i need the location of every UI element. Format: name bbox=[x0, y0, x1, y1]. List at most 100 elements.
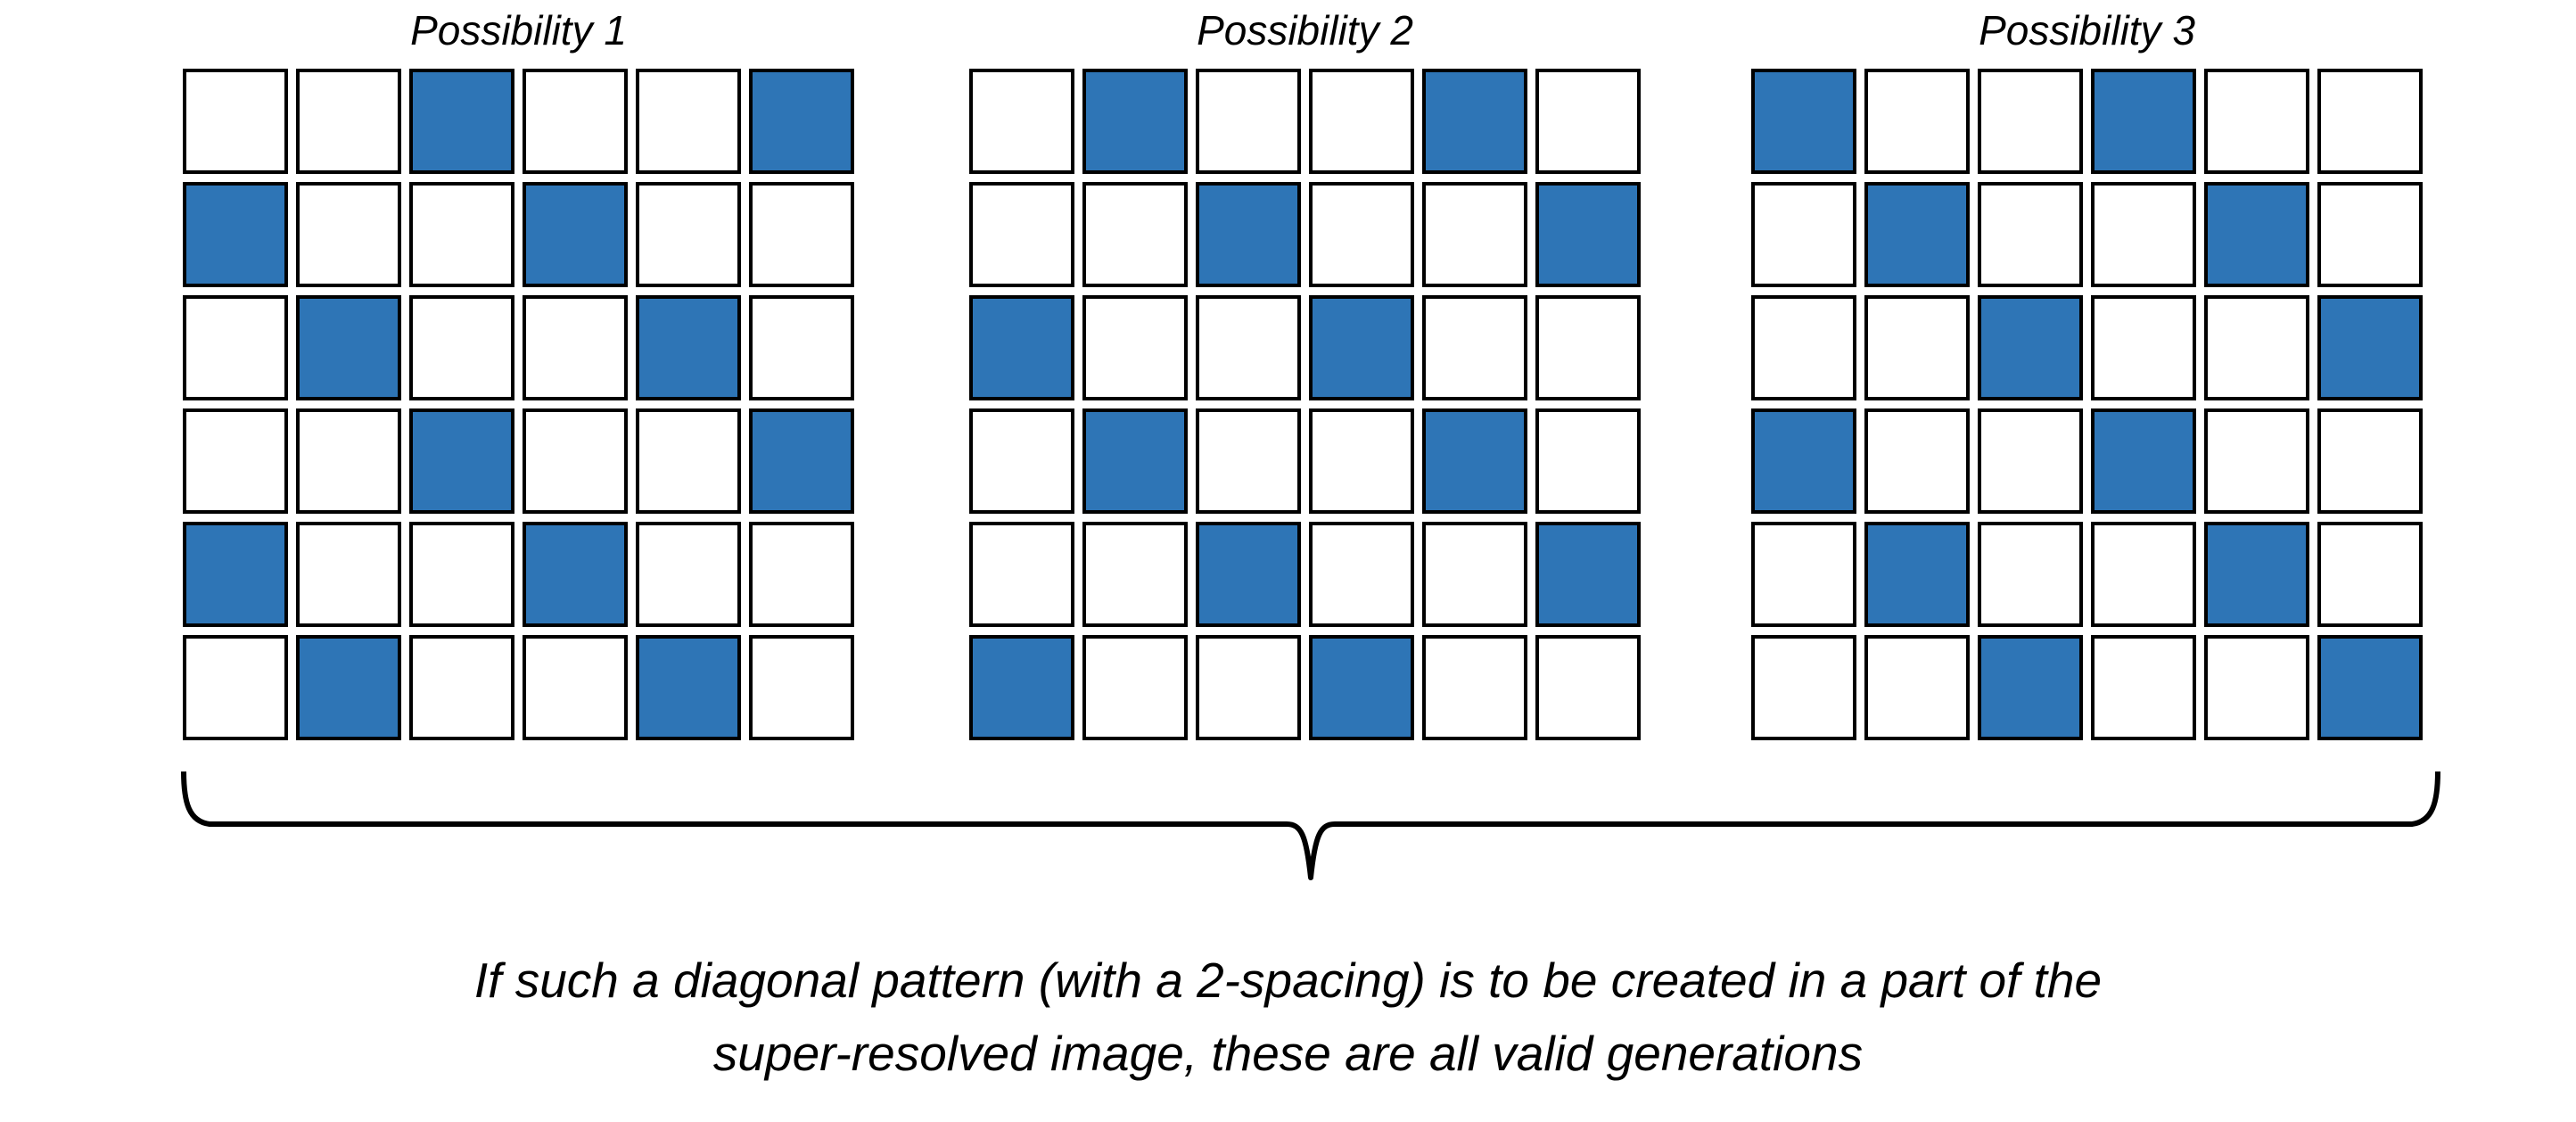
grid-cell-filled bbox=[2317, 295, 2423, 400]
grid-cell-empty bbox=[296, 69, 401, 174]
grid-title-possibility-3: Possibility 3 bbox=[1979, 7, 2195, 54]
grid-cell-filled bbox=[969, 295, 1074, 400]
grid-cell-filled bbox=[1422, 69, 1527, 174]
grid-cell-empty bbox=[1422, 635, 1527, 740]
grid-cell-empty bbox=[296, 408, 401, 514]
grid-cell-filled bbox=[1864, 522, 1970, 627]
grid-title-possibility-1: Possibility 1 bbox=[410, 7, 627, 54]
grid-cell-empty bbox=[1082, 295, 1188, 400]
grid-cell-empty bbox=[2317, 522, 2423, 627]
grid-cell-empty bbox=[749, 635, 854, 740]
grid-cell-filled bbox=[2091, 69, 2196, 174]
grid-cell-empty bbox=[969, 522, 1074, 627]
grid-cell-empty bbox=[2204, 295, 2309, 400]
grid-cell-empty bbox=[969, 182, 1074, 287]
grid-cell-empty bbox=[969, 69, 1074, 174]
caption: If such a diagonal pattern (with a 2-spa… bbox=[0, 944, 2576, 1090]
grid-cell-empty bbox=[636, 182, 741, 287]
grid-cell-empty bbox=[296, 522, 401, 627]
grid-cell-empty bbox=[183, 408, 288, 514]
grid-cell-empty bbox=[2204, 408, 2309, 514]
grid-cell-filled bbox=[1196, 522, 1301, 627]
grid-cell-empty bbox=[1978, 182, 2083, 287]
grid-cell-filled bbox=[183, 182, 288, 287]
grid-cell-empty bbox=[1422, 295, 1527, 400]
grid-cell-empty bbox=[1309, 522, 1414, 627]
grid-cell-empty bbox=[523, 295, 628, 400]
grid-cell-filled bbox=[409, 69, 514, 174]
grid-cell-filled bbox=[1751, 408, 1856, 514]
grid-cell-filled bbox=[1978, 635, 2083, 740]
grid-cell-empty bbox=[409, 635, 514, 740]
grid-cell-empty bbox=[1082, 182, 1188, 287]
grid-cell-empty bbox=[2091, 635, 2196, 740]
grid-cell-empty bbox=[1422, 182, 1527, 287]
grid-cell-empty bbox=[636, 69, 741, 174]
grid-cell-empty bbox=[749, 182, 854, 287]
grid-possibility-2 bbox=[969, 69, 1641, 740]
grid-cell-empty bbox=[1751, 522, 1856, 627]
grid-cell-filled bbox=[1864, 182, 1970, 287]
grid-cell-empty bbox=[1082, 522, 1188, 627]
grid-cell-empty bbox=[296, 182, 401, 287]
grid-cell-empty bbox=[1309, 182, 1414, 287]
grid-cell-filled bbox=[749, 408, 854, 514]
grid-cell-filled bbox=[523, 522, 628, 627]
grid-cell-empty bbox=[1751, 182, 1856, 287]
grid-title-possibility-2: Possibility 2 bbox=[1197, 7, 1413, 54]
grid-cell-empty bbox=[636, 408, 741, 514]
curly-brace bbox=[181, 771, 2440, 880]
grid-cell-empty bbox=[1751, 295, 1856, 400]
grid-cell-empty bbox=[969, 408, 1074, 514]
grid-cell-filled bbox=[1535, 182, 1641, 287]
grid-cell-empty bbox=[636, 522, 741, 627]
grid-cell-empty bbox=[1082, 635, 1188, 740]
grid-cell-empty bbox=[183, 635, 288, 740]
grid-cell-filled bbox=[1309, 295, 1414, 400]
grid-cell-empty bbox=[1196, 635, 1301, 740]
grid-cell-empty bbox=[2091, 522, 2196, 627]
grid-cell-filled bbox=[969, 635, 1074, 740]
grid-cell-empty bbox=[1864, 408, 1970, 514]
grid-cell-empty bbox=[1864, 295, 1970, 400]
grid-cell-empty bbox=[183, 69, 288, 174]
grid-possibility-1 bbox=[183, 69, 854, 740]
grid-cell-empty bbox=[2091, 295, 2196, 400]
grid-cell-filled bbox=[2091, 408, 2196, 514]
grid-cell-empty bbox=[1422, 522, 1527, 627]
grid-cell-empty bbox=[2204, 69, 2309, 174]
grid-cell-empty bbox=[2317, 69, 2423, 174]
grid-cell-empty bbox=[1196, 69, 1301, 174]
grid-cell-filled bbox=[1082, 69, 1188, 174]
grid-cell-filled bbox=[1751, 69, 1856, 174]
grid-cell-filled bbox=[523, 182, 628, 287]
grid-cell-empty bbox=[523, 635, 628, 740]
grid-cell-filled bbox=[183, 522, 288, 627]
grid-cell-empty bbox=[1978, 69, 2083, 174]
caption-line-2: super-resolved image, these are all vali… bbox=[712, 1026, 1864, 1081]
grid-cell-empty bbox=[409, 295, 514, 400]
grid-cell-empty bbox=[1535, 408, 1641, 514]
grid-cell-filled bbox=[636, 295, 741, 400]
grid-cell-empty bbox=[749, 295, 854, 400]
grid-cell-empty bbox=[1196, 408, 1301, 514]
grid-cell-filled bbox=[409, 408, 514, 514]
grid-cell-empty bbox=[1978, 408, 2083, 514]
caption-line-1: If such a diagonal pattern (with a 2-spa… bbox=[473, 953, 2103, 1008]
grid-cell-filled bbox=[636, 635, 741, 740]
grid-cell-empty bbox=[1978, 522, 2083, 627]
grid-cell-empty bbox=[1196, 295, 1301, 400]
grid-cell-filled bbox=[1535, 522, 1641, 627]
grid-cell-empty bbox=[2091, 182, 2196, 287]
grid-cell-empty bbox=[749, 522, 854, 627]
grid-cell-filled bbox=[296, 295, 401, 400]
grid-cell-filled bbox=[2317, 635, 2423, 740]
grid-cell-empty bbox=[409, 522, 514, 627]
grid-cell-empty bbox=[1309, 69, 1414, 174]
grid-possibility-3 bbox=[1751, 69, 2423, 740]
grid-cell-empty bbox=[1864, 635, 1970, 740]
grid-cell-empty bbox=[1535, 69, 1641, 174]
grid-cell-empty bbox=[2204, 635, 2309, 740]
grid-cell-empty bbox=[409, 182, 514, 287]
